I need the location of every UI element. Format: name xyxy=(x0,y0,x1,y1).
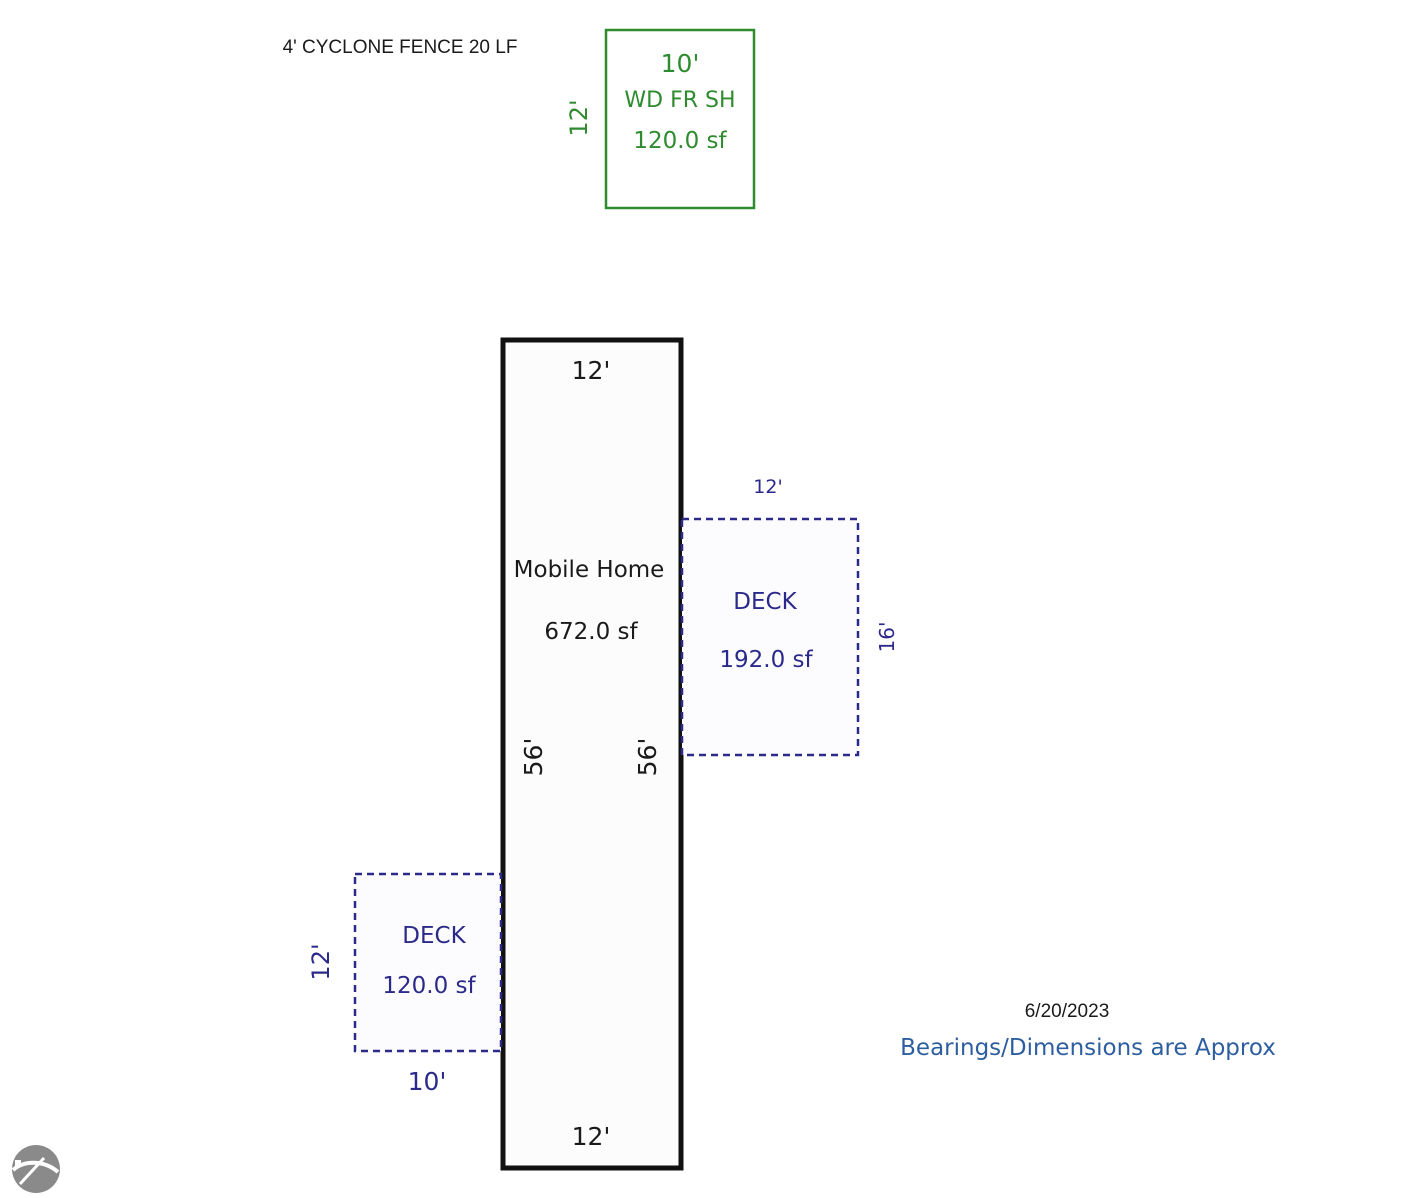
mobile-home-outline xyxy=(500,337,684,1171)
deck-right-outline xyxy=(680,517,860,757)
deck-right-width-label: 12' xyxy=(753,476,782,498)
shed: 10' WD FR SH 120.0 sf 12' xyxy=(565,28,756,210)
deck-right-height-label: 16' xyxy=(875,622,899,653)
swoosh-logo-icon xyxy=(11,1145,60,1193)
deck-right-name: DECK xyxy=(733,589,797,615)
deck-left-name: DECK xyxy=(402,923,466,949)
sketch-date: 6/20/2023 xyxy=(1025,1001,1110,1022)
shed-height-label: 12' xyxy=(565,99,593,136)
mobile-home-top-label: 12' xyxy=(572,356,611,385)
shed-area: 120.0 sf xyxy=(633,128,727,154)
mobile-home-area: 672.0 sf xyxy=(544,619,638,645)
deck-left-width-label: 10' xyxy=(408,1067,447,1096)
shed-name: WD FR SH xyxy=(624,88,735,113)
deck-right-area: 192.0 sf xyxy=(719,647,813,673)
deck-left-area: 120.0 sf xyxy=(382,973,476,999)
deck-left: DECK 120.0 sf 12' 10' xyxy=(307,872,503,1096)
deck-left-outline xyxy=(353,872,503,1053)
deck-right: 12' DECK 192.0 sf 16' xyxy=(680,476,899,757)
mobile-home: 12' Mobile Home 672.0 sf 56' 56' 12' xyxy=(500,337,684,1171)
shed-width-label: 10' xyxy=(661,49,700,78)
mobile-home-name: Mobile Home xyxy=(514,557,665,583)
deck-left-height-label: 12' xyxy=(307,943,335,980)
fence-note: 4' CYCLONE FENCE 20 LF xyxy=(283,37,518,58)
mobile-home-right-label: 56' xyxy=(633,738,662,777)
disclaimer-note: Bearings/Dimensions are Approx xyxy=(900,1035,1276,1061)
mobile-home-bottom-label: 12' xyxy=(572,1122,611,1151)
shed-outline xyxy=(604,28,756,210)
mobile-home-left-label: 56' xyxy=(519,738,548,777)
